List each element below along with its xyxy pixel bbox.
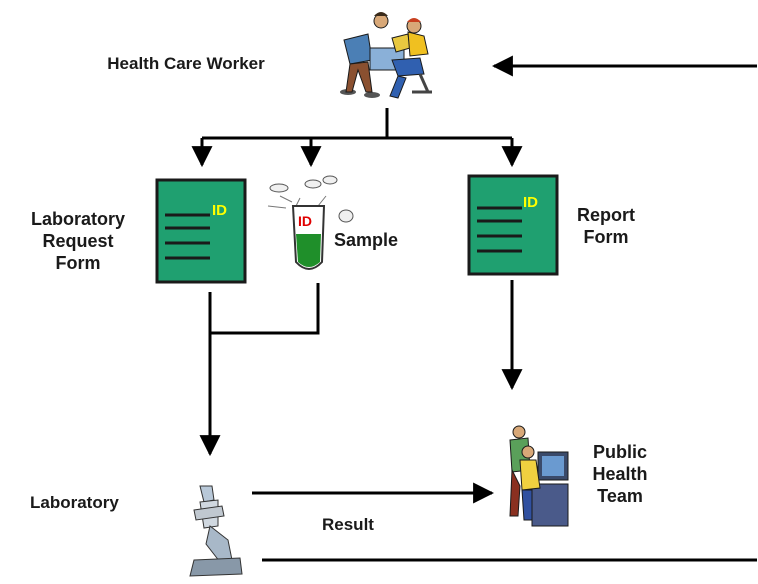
public-health-team-line-3: Team — [597, 485, 643, 506]
node-report-form: Report Form — [566, 205, 646, 249]
lab-request-form-line-1: Laboratory — [30, 209, 126, 229]
lab-request-form-icon: ID — [155, 178, 247, 284]
microscope-icon — [189, 485, 243, 577]
public-health-team-line-1: Public — [592, 442, 647, 462]
report-form-line-1: Report — [577, 205, 635, 225]
public-health-team-icon — [509, 425, 569, 527]
sample-join-line — [210, 283, 320, 335]
form-id-badge: ID — [212, 202, 227, 219]
node-laboratory: Laboratory — [30, 493, 119, 512]
node-health-care-worker: Health Care Worker — [107, 54, 265, 73]
node-lab-request-form: Laboratory Request Form — [8, 209, 148, 275]
node-sample: Sample — [334, 230, 399, 250]
report-form-line-2: Form — [583, 226, 629, 247]
health-care-worker-icon — [340, 12, 432, 99]
sample-id-badge: ID — [298, 213, 312, 229]
public-health-team-line-2: Health — [592, 463, 648, 484]
lab-request-form-line-2: Request — [42, 230, 114, 251]
edge-label-result: Result — [322, 515, 374, 534]
report-id-badge: ID — [523, 194, 538, 211]
sample-tube-icon: ID — [267, 175, 354, 270]
report-form-icon: ID — [467, 174, 559, 276]
connectors — [191, 55, 757, 562]
node-public-health-team: Public Health Team — [580, 442, 660, 508]
lab-request-form-line-3: Form — [55, 252, 101, 273]
